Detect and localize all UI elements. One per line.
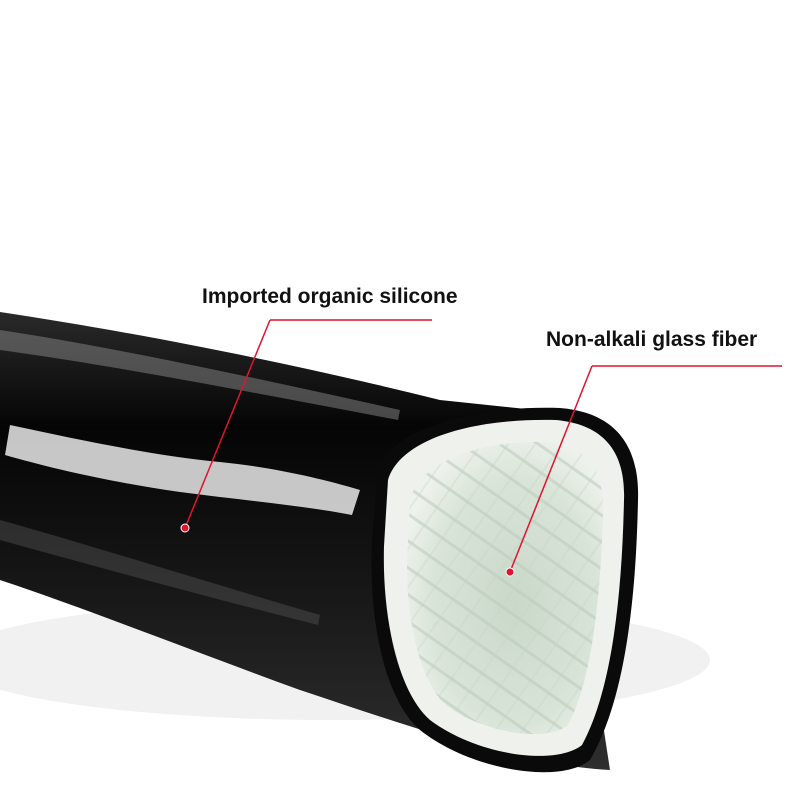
label-non-alkali-glass-fiber: Non-alkali glass fiber <box>538 324 766 356</box>
leader-line-silicone <box>184 319 271 529</box>
marker-dot-fiber <box>505 567 515 577</box>
sleeve-highlight-soft <box>0 330 400 420</box>
glass-fiber-braid-texture <box>406 441 604 735</box>
label-imported-organic-silicone: Imported organic silicone <box>194 281 466 313</box>
leader-line-fiber <box>509 365 593 573</box>
marker-dot-silicone <box>180 523 190 533</box>
sleeve-reflection-lower <box>0 520 320 625</box>
sleeve-highlight <box>5 425 360 515</box>
